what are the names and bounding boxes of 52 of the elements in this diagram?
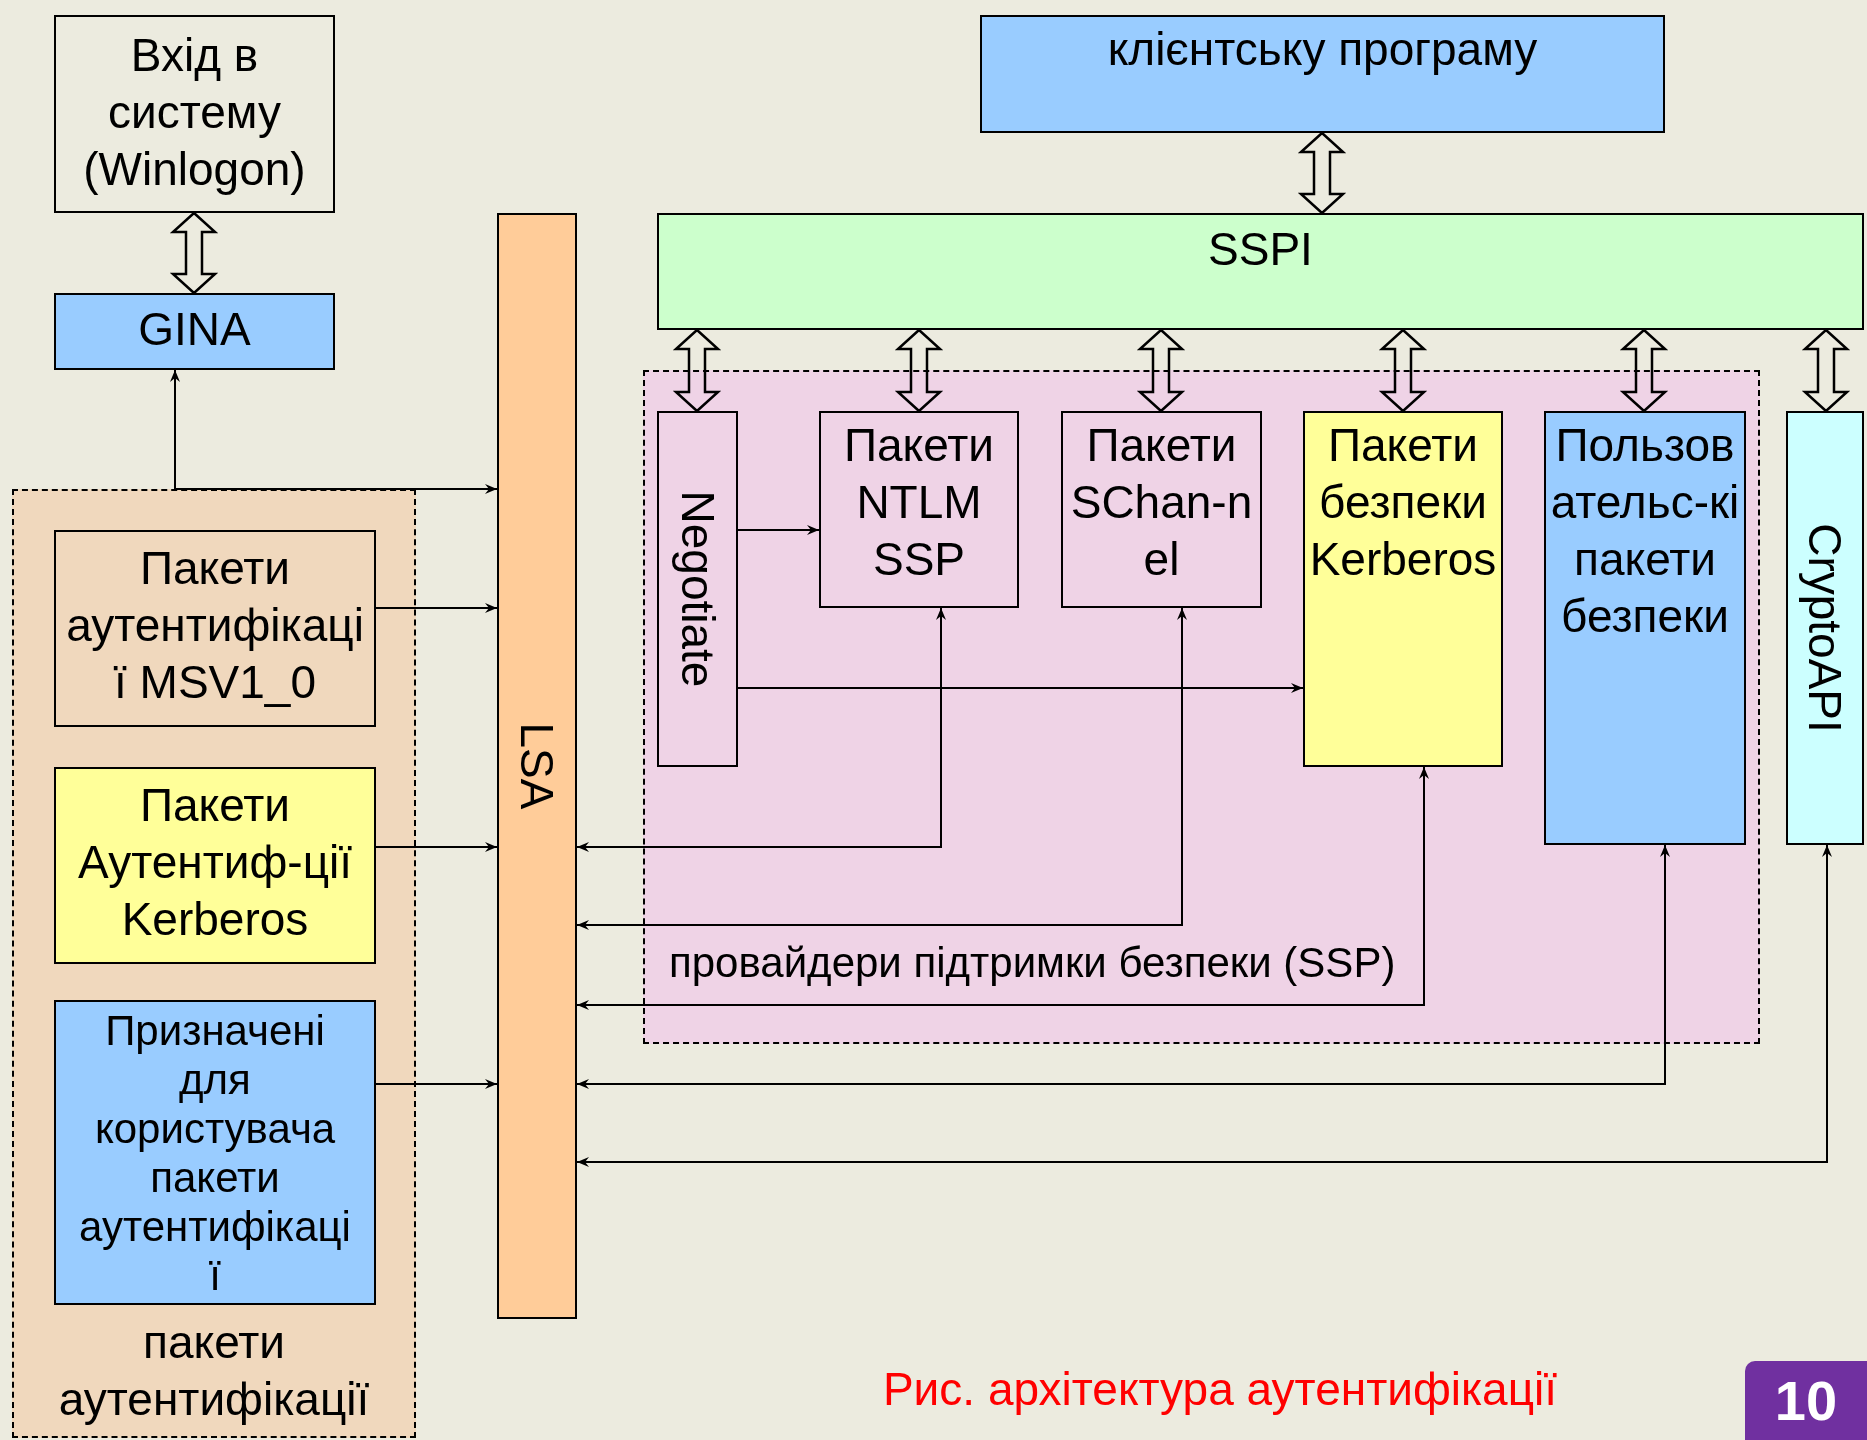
process-box (1544, 411, 1746, 845)
double-arrow (1297, 131, 1347, 215)
figure-caption: Рис. архітектура аутентифікації (881, 1362, 1559, 1416)
process-bar (657, 213, 1864, 330)
arrow (576, 607, 1187, 930)
double-arrow (1378, 328, 1428, 413)
node-label: LSA (514, 722, 560, 810)
node-label: Пользов ательс-кі пакети безпеки (1549, 418, 1741, 644)
arrow (375, 842, 498, 852)
node-label: Пакети Аутентиф-ції Kerberos (77, 778, 353, 947)
node-label: Призначені для користувача пакети аутентифікаці ї (78, 1006, 352, 1300)
process-bar (497, 213, 577, 1319)
arrow (375, 1079, 498, 1089)
double-arrow (894, 328, 944, 413)
double-arrow (1801, 328, 1851, 413)
process-box (54, 15, 335, 213)
node-label: SSPI (1207, 222, 1314, 277)
group-region (643, 370, 1760, 1044)
node-label: клієнтську програму (1106, 22, 1539, 77)
double-arrow (672, 328, 722, 413)
arrow (576, 844, 1832, 1167)
process-box (54, 1000, 376, 1305)
arrow (576, 844, 1670, 1089)
double-arrow (1619, 328, 1669, 413)
node-label: Пакети NTLM SSP (842, 418, 996, 587)
group-label: пакети аутентифікації (57, 1315, 371, 1427)
process-box (54, 767, 376, 964)
double-arrow (1136, 328, 1186, 413)
node-label: Negotiate (674, 490, 721, 688)
arrow (576, 607, 946, 852)
process-box (657, 411, 738, 767)
arrow (737, 683, 1304, 693)
node-label: Вхід в систему (Winlogon) (82, 28, 307, 197)
group-region (12, 489, 416, 1438)
arrow (576, 766, 1429, 1010)
node-label: GINA (137, 302, 252, 357)
process-box (54, 530, 376, 727)
arrow (375, 603, 498, 613)
node-label: Пакети безпеки Kerberos (1308, 418, 1498, 587)
process-box (980, 15, 1665, 133)
process-box (1061, 411, 1262, 608)
page-number: 10 (1745, 1361, 1867, 1440)
arrow (170, 369, 498, 494)
process-box (1786, 411, 1864, 845)
node-label: Пакети аутентифікаці ї MSV1_0 (65, 541, 365, 710)
double-arrow (169, 211, 219, 295)
group-label: провайдери підтримки безпеки (SSP) (669, 938, 1397, 988)
process-box (54, 293, 335, 370)
arrow (737, 525, 820, 535)
node-label: Пакети SChan-n el (1069, 418, 1254, 587)
process-box (819, 411, 1019, 608)
process-box (1303, 411, 1503, 767)
